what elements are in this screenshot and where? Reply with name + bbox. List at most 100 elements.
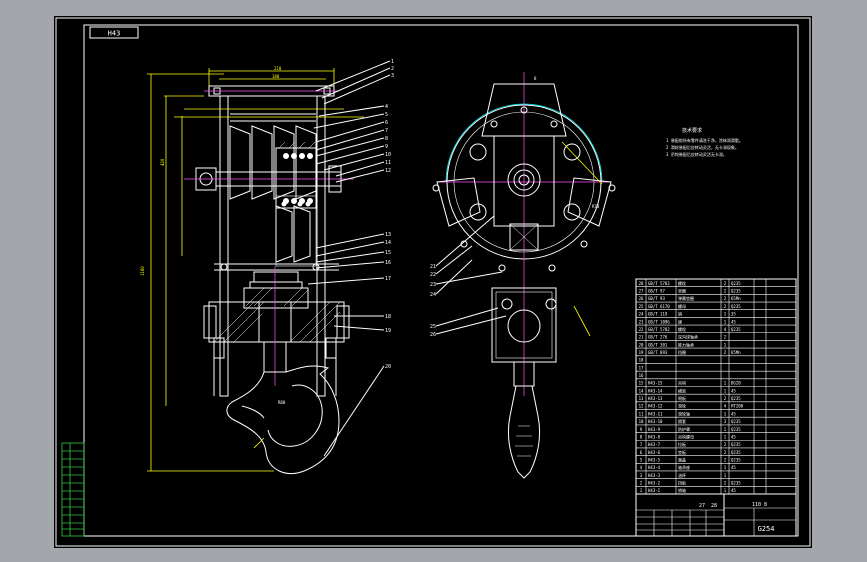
parts-cell-code: H43-6: [648, 450, 661, 455]
tech-notes-heading: 技术要求: [682, 127, 702, 134]
parts-cell-no: 25: [639, 304, 644, 309]
parts-cell-mat: Q235: [731, 327, 741, 332]
parts-cell-qty: 1: [724, 319, 727, 324]
svg-text:R80: R80: [278, 400, 286, 405]
front-view: 210 180 1180 420: [140, 66, 364, 475]
parts-cell-qty: 2: [724, 396, 727, 401]
parts-cell-name: 销轴: [678, 487, 686, 493]
parts-cell-qty: 2: [724, 281, 727, 286]
parts-cell-code: GB/T 1096: [648, 319, 670, 324]
parts-cell-qty: 2: [724, 350, 727, 355]
svg-text:8: 8: [534, 76, 537, 81]
parts-cell-name: 垫板: [678, 449, 686, 455]
side-view: 8 R70: [432, 72, 616, 479]
parts-cell-no: 20: [639, 342, 644, 347]
title-tag-box: [89, 26, 139, 39]
parts-cell-qty: 4: [724, 404, 727, 409]
title-block: 110 8 G254 27 28: [635, 493, 797, 537]
parts-cell-qty: 1: [724, 488, 727, 493]
tech-note-3: 3 吊钩装配后应转动灵活无卡滞。: [666, 151, 727, 157]
parts-cell-code: GB/T 276: [648, 335, 668, 340]
parts-cell-no: 12: [639, 404, 644, 409]
svg-text:22: 22: [430, 272, 436, 278]
parts-cell-no: 4: [640, 465, 643, 470]
parts-cell-code: H43-9: [648, 427, 661, 432]
parts-cell-mat: 65Mn: [731, 350, 741, 355]
svg-text:12: 12: [385, 168, 391, 174]
parts-cell-code: GB/T 93: [648, 296, 665, 301]
svg-text:5: 5: [385, 112, 388, 118]
title-tag: H43: [108, 30, 121, 38]
parts-cell-code: GB/T 97: [648, 289, 665, 294]
parts-cell-mat: Q235: [731, 281, 741, 286]
parts-cell-name: 垫圈: [678, 288, 686, 294]
parts-cell-no: 6: [640, 450, 643, 455]
parts-cell-no: 28: [639, 281, 644, 286]
parts-cell-mat: 35: [731, 312, 736, 317]
parts-cell-mat: Q235: [731, 442, 741, 447]
parts-cell-no: 27: [639, 289, 644, 294]
front-view-balloons: 1 2 3 4 5 6 7 8 9 10 11 12 13 14 15 16 1…: [307, 59, 394, 457]
parts-cell-no: 2: [640, 481, 643, 486]
parts-cell-qty: 2: [724, 335, 727, 340]
parts-cell-code: H43-3: [648, 473, 661, 478]
svg-text:420: 420: [160, 158, 165, 166]
parts-cell-name: 横梁: [678, 387, 686, 393]
parts-cell-name: 挡板: [678, 480, 686, 486]
parts-cell-code: H43-1: [648, 488, 661, 493]
parts-cell-mat: 45: [731, 319, 736, 324]
parts-cell-code: GB/T 301: [648, 342, 668, 347]
parts-cell-qty: 2: [724, 481, 727, 486]
parts-cell-qty: 2: [724, 304, 727, 309]
svg-text:10: 10: [385, 152, 391, 158]
parts-cell-code: H43-10: [648, 419, 663, 424]
parts-cell-name: 防护罩: [678, 426, 690, 432]
parts-cell-mat: Q235: [731, 396, 741, 401]
svg-text:21: 21: [430, 264, 436, 270]
parts-cell-qty: 2: [724, 457, 727, 462]
svg-text:15: 15: [385, 250, 391, 256]
parts-cell-mat: Q235: [731, 289, 741, 294]
parts-cell-qty: 1: [724, 411, 727, 416]
parts-cell-code: H43-5: [648, 457, 661, 462]
title-block-caption: 110 8: [752, 502, 767, 508]
parts-cell-name: 吊钩螺母: [678, 433, 694, 439]
svg-text:23: 23: [430, 282, 436, 288]
parts-cell-code: H43-15: [648, 381, 663, 386]
parts-cell-code: H43-11: [648, 411, 663, 416]
parts-cell-mat: Q235: [731, 304, 741, 309]
parts-cell-name: 螺栓: [678, 280, 686, 286]
parts-cell-code: GB/T 119: [648, 312, 668, 317]
parts-cell-mat: 45: [731, 388, 736, 393]
parts-cell-name: 侧板: [678, 395, 686, 401]
svg-text:26: 26: [430, 332, 436, 338]
parts-cell-qty: 1: [724, 381, 727, 386]
parts-cell-name: 滑轮: [678, 403, 686, 409]
parts-cell-name: 螺母: [678, 303, 686, 309]
svg-text:2: 2: [391, 66, 394, 72]
svg-text:20: 20: [385, 364, 391, 370]
parts-cell-mat: 45: [731, 411, 736, 416]
parts-cell-qty: 2: [724, 450, 727, 455]
parts-cell-no: 17: [639, 365, 644, 370]
parts-cell-no: 22: [639, 327, 644, 332]
technical-notes: 技术要求 1 装配前所有零件清洗干净，涂抹润滑脂。 2 滑轮装配后应转动灵活，无…: [666, 127, 743, 157]
side-view-balloons: 21 22 23 24 25 26: [430, 215, 507, 338]
parts-cell-no: 8: [640, 434, 643, 439]
parts-cell-mat: Q235: [731, 427, 741, 432]
svg-text:210: 210: [274, 66, 282, 71]
parts-cell-name: 键: [678, 318, 682, 324]
parts-cell-mat: DG20: [731, 381, 741, 386]
parts-cell-qty: 1: [724, 342, 727, 347]
parts-cell-mat: 45: [731, 465, 736, 470]
parts-cell-code: H43-12: [648, 404, 663, 409]
parts-cell-code: H43-2: [648, 481, 661, 486]
parts-cell-mat: Q235: [731, 457, 741, 462]
parts-cell-no: 19: [639, 350, 644, 355]
parts-cell-mat: Q235: [731, 419, 741, 424]
parts-cell-no: 15: [639, 381, 644, 386]
svg-text:1: 1: [391, 59, 394, 65]
parts-cell-qty: 1: [724, 427, 727, 432]
svg-text:3: 3: [391, 73, 394, 79]
parts-cell-qty: 1: [724, 312, 727, 317]
